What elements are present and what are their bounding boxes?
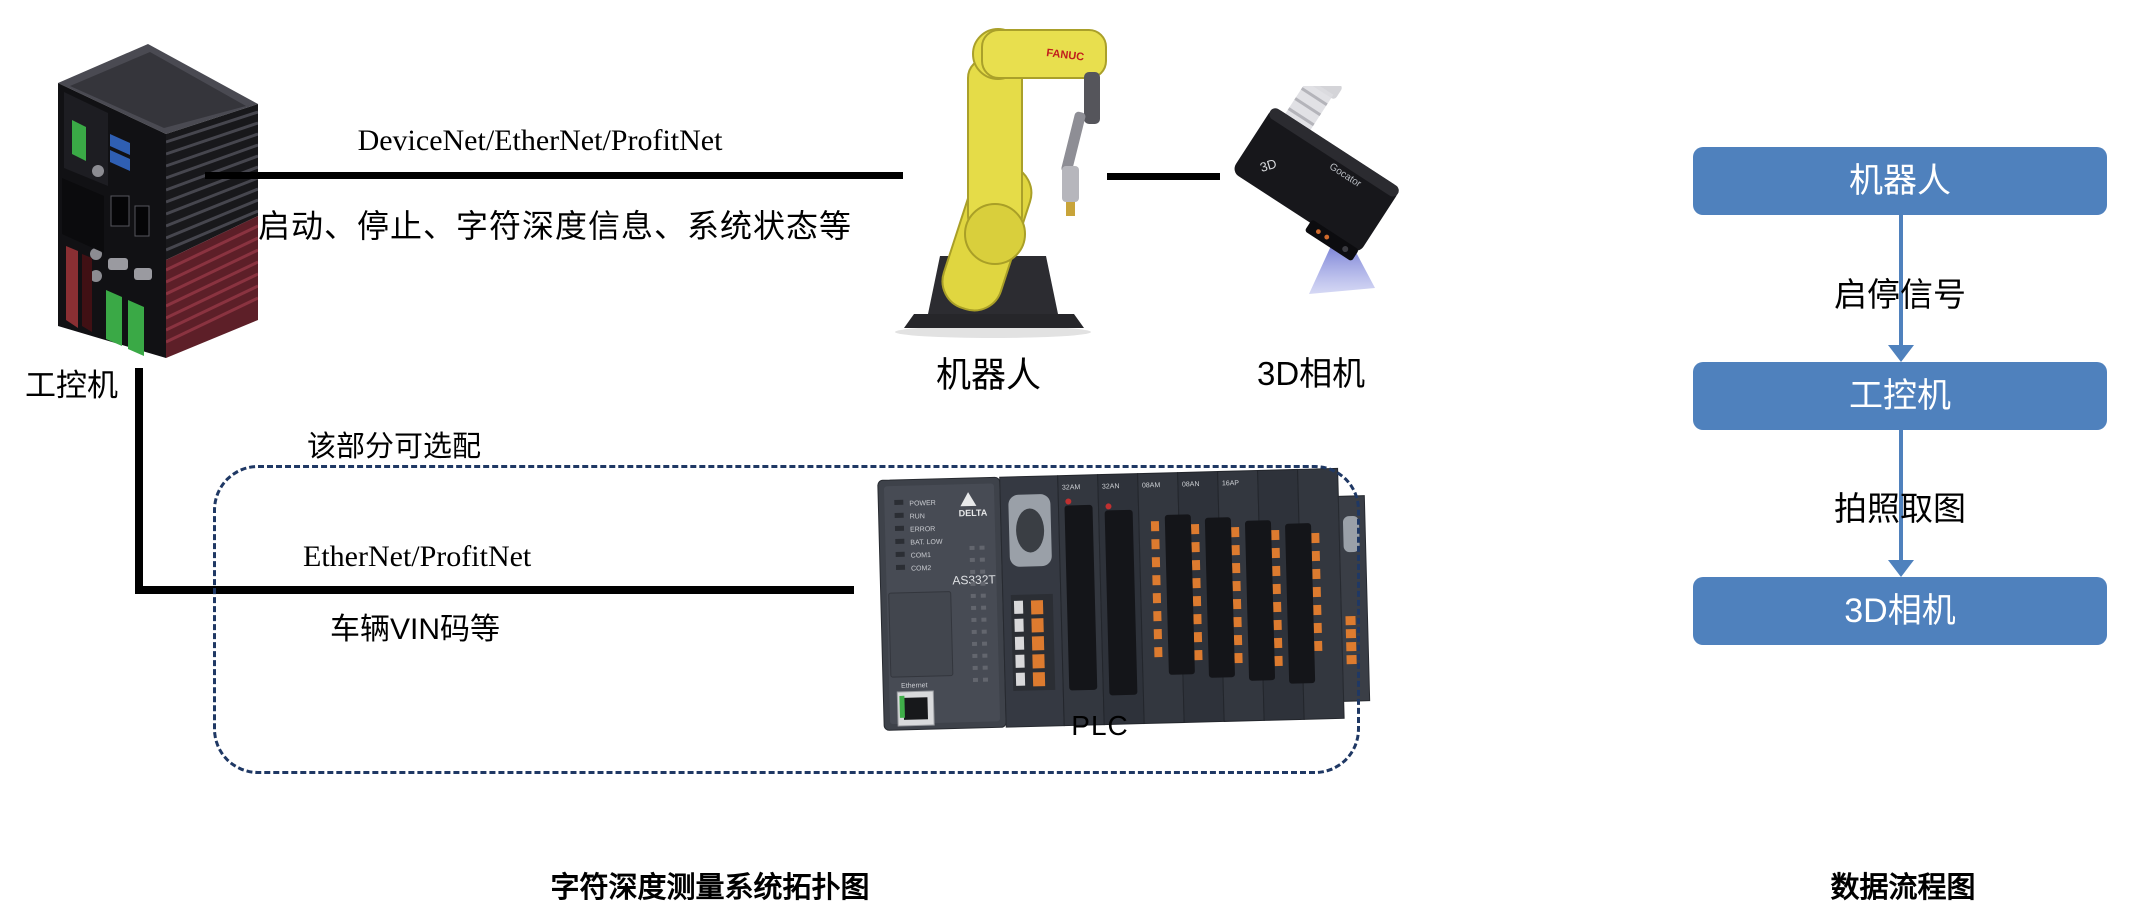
plc-led-block: POWER RUN ERROR BAT. LOW COM1 COM2 [894,499,943,573]
plc-led-label: BAT. LOW [910,539,943,547]
plc-terminal-clips [1013,600,1046,687]
plc-module-label: 16AP [1222,480,1240,487]
robot-tool-tip [1066,202,1075,216]
ipc-fan-grille [62,178,104,253]
link-robot-camera-line [1107,173,1220,180]
flow-arrow-head [1888,345,1914,362]
plc-module-label: 08AN [1182,481,1200,488]
plc-ethernet-label: Ethernet [901,682,928,690]
plc-led-label: RUN [910,513,925,520]
ipc-usb-port [110,134,130,155]
flow-node-camera: 3D相机 [1693,577,2107,645]
plc-io-modules: 32AM 32AN 08AM 08AN 16AP [1057,467,1345,727]
camera-logo-text: 3D [1258,156,1278,175]
ipc-dvi-port [134,205,150,237]
plc-module-label: 08AM [1142,482,1161,489]
plc-endcap-connector [1342,516,1360,553]
robot-top-arm [981,29,1107,79]
camera-body [1234,109,1398,251]
topology-caption: 字符深度测量系统拓扑图 [550,872,870,904]
plc-led-label: COM1 [911,552,932,560]
plc-module-label: 32AM [1062,484,1081,491]
ipc-screw [92,165,104,177]
ipc-screw [90,248,102,260]
flow-arrow-head [1888,560,1914,577]
robot-tool-arm [1061,111,1086,173]
camera-body-group: Gocator 3D [1234,86,1399,261]
plc-ethernet-led [899,695,905,718]
camera-label: 3D相机 [1257,355,1366,392]
plc-led-label: ERROR [910,526,935,534]
robot-wrist [1084,72,1100,124]
plc-door [888,591,954,678]
camera-connector-cap [1304,86,1342,99]
ipc-serial-port [108,258,128,270]
optional-note-text: 该部分可选配 [307,431,482,463]
link-top-signals-text: 启动、停止、字符深度信息、系统状态等 [258,208,853,244]
camera-body-bevel [1269,108,1399,197]
plc-led-label: COM2 [911,565,932,573]
flow-edge-label-start-stop: 启停信号 [1834,276,1966,313]
optional-region-border [213,465,1360,774]
camera-3d-image: Gocator 3D [1234,86,1399,294]
flow-node-robot: 机器人 [1693,147,2107,215]
industrial-pc-image [58,44,258,358]
link-ipc-plc-vertical-line [135,368,143,594]
ipc-top-inset [70,52,246,128]
ipc-red-slot [66,246,78,328]
robot-label: 机器人 [936,356,1042,395]
plc-image: POWER RUN ERROR BAT. LOW COM1 COM2 DELTA… [877,467,1371,731]
robot-shadow [895,326,1091,338]
link-top-protocol-text: DeviceNet/EtherNet/ProfitNet [357,124,723,157]
plc-brand-text: DELTA [958,508,987,519]
flow-node-ipc: 工控机 [1693,362,2107,430]
robot-brand-text: FANUC [1046,47,1085,64]
ipc-dp-port [110,195,130,227]
flow-edge-label-capture: 拍照取图 [1834,490,1966,527]
ipc-label: 工控机 [25,368,118,403]
flow-caption: 数据流程图 [1830,872,1976,904]
ipc-terminal-block [128,300,144,356]
robot-base-plate [904,314,1084,328]
link-bottom-protocol-text: EtherNet/ProfitNet [303,540,532,573]
link-bottom-signals-text: 车辆VIN码等 [330,613,501,646]
plc-db9-socket [1016,508,1045,553]
ipc-fins-dark [165,110,258,252]
ipc-fins-red [165,224,258,344]
flow-arrow-line [1899,430,1903,561]
link-ipc-robot-line [205,172,903,179]
plc-ethernet-jack [903,697,929,720]
link-ipc-plc-horizontal-line [135,586,854,594]
plc-rack: POWER RUN ERROR BAT. LOW COM1 COM2 DELTA… [877,467,1371,731]
camera-laser-beam [1309,224,1375,294]
robot-shoulder-joint [964,203,1026,265]
plc-model-text: AS332T [952,572,996,587]
plc-io-indicators [969,545,989,683]
plc-module-label: 32AN [1102,483,1120,490]
ipc-serial-port [134,268,152,280]
ipc-terminal-block [106,290,122,346]
plc-label: PLC [1071,710,1129,741]
robot-tool [1062,166,1079,202]
delta-logo-icon [960,492,977,507]
robot-image: FANUC [895,28,1107,338]
ipc-screw [90,270,102,282]
flow-arrow-line [1899,215,1903,347]
ipc-red-slot [82,254,92,332]
ipc-green-connector [72,120,86,161]
ipc-heatsink-red [166,216,258,358]
ipc-usb-port [110,150,130,171]
plc-led-label: POWER [909,500,936,508]
